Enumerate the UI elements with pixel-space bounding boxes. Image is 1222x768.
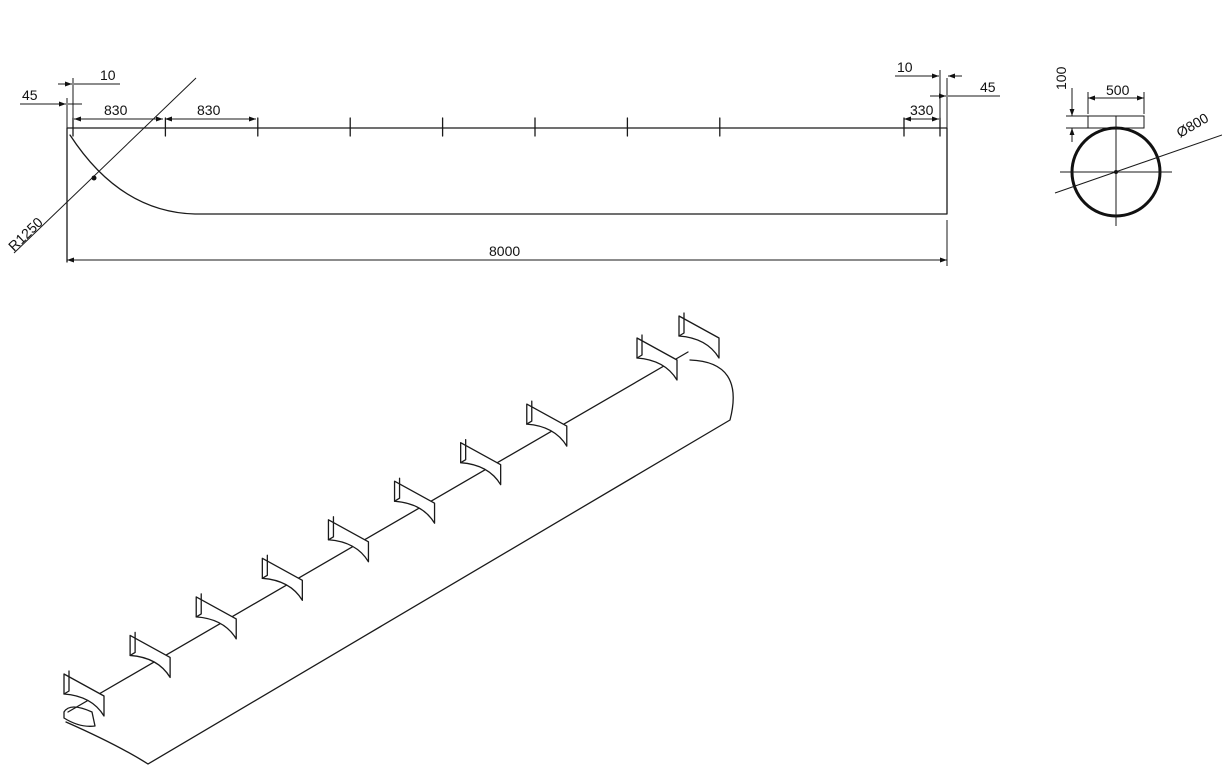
iso-rib-plate [195, 596, 237, 640]
dim-500: 500 [1087, 82, 1145, 114]
iso-rib-plate [678, 315, 720, 359]
iso-ribs [63, 312, 720, 717]
iso-rib-plate [261, 557, 303, 601]
iso-rib-edge [678, 312, 685, 337]
dim-830-second-label: 830 [197, 102, 221, 118]
iso-rib-plate [129, 634, 171, 679]
iso-rib-edge [63, 670, 70, 695]
dim-10-left-label: 10 [100, 67, 116, 83]
dim-45-left-label: 45 [22, 87, 38, 103]
dim-10-right: 10 [895, 59, 962, 128]
dim-r1250-label: R1250 [5, 214, 46, 254]
side-view-outline [66, 127, 948, 263]
dim-800: Ø800 [1054, 110, 1222, 194]
iso-rib-edge [526, 400, 533, 425]
iso-end-cap-left [63, 706, 96, 727]
iso-rib-edge [327, 516, 335, 541]
dim-330-label: 330 [910, 102, 934, 118]
dim-500-label: 500 [1106, 82, 1130, 98]
dim-8000: 8000 [67, 220, 948, 266]
dim-830-second: 830 [165, 102, 256, 122]
dim-330: 330 [904, 102, 939, 122]
dim-830-first: 830 [74, 102, 163, 122]
dim-45-right-label: 45 [980, 79, 996, 95]
side-view-ribs [72, 117, 941, 137]
iso-rib-edge [393, 477, 401, 502]
iso-rib-edge [129, 631, 136, 657]
dim-45-left: 45 [20, 87, 82, 128]
side-view: 10 45 830 830 R1250 10 [5, 59, 1000, 266]
iso-rib-edge [636, 334, 643, 359]
iso-rib-edge [261, 554, 268, 579]
iso-rib-plate [393, 480, 436, 524]
end-view: 100 500 Ø800 [1053, 66, 1222, 226]
iso-rib-plate [636, 337, 678, 381]
iso-rib-plate [526, 403, 568, 447]
dim-8000-label: 8000 [489, 243, 520, 259]
iso-rib-plate [63, 673, 105, 717]
dim-10-right-label: 10 [897, 59, 913, 75]
iso-rib-plate [327, 519, 370, 563]
iso-rib-edge [460, 439, 467, 464]
dim-830-first-label: 830 [104, 102, 128, 118]
iso-rib-edge [195, 593, 202, 618]
iso-body-outline [65, 351, 734, 765]
dim-45-right: 45 [930, 78, 1000, 128]
dim-10-left: 10 [58, 67, 120, 128]
dim-800-label: Ø800 [1174, 110, 1212, 141]
dim-100: 100 [1053, 66, 1088, 142]
iso-rib-plate [460, 442, 502, 486]
dim-100-label: 100 [1053, 66, 1069, 90]
isometric-view [63, 312, 734, 765]
